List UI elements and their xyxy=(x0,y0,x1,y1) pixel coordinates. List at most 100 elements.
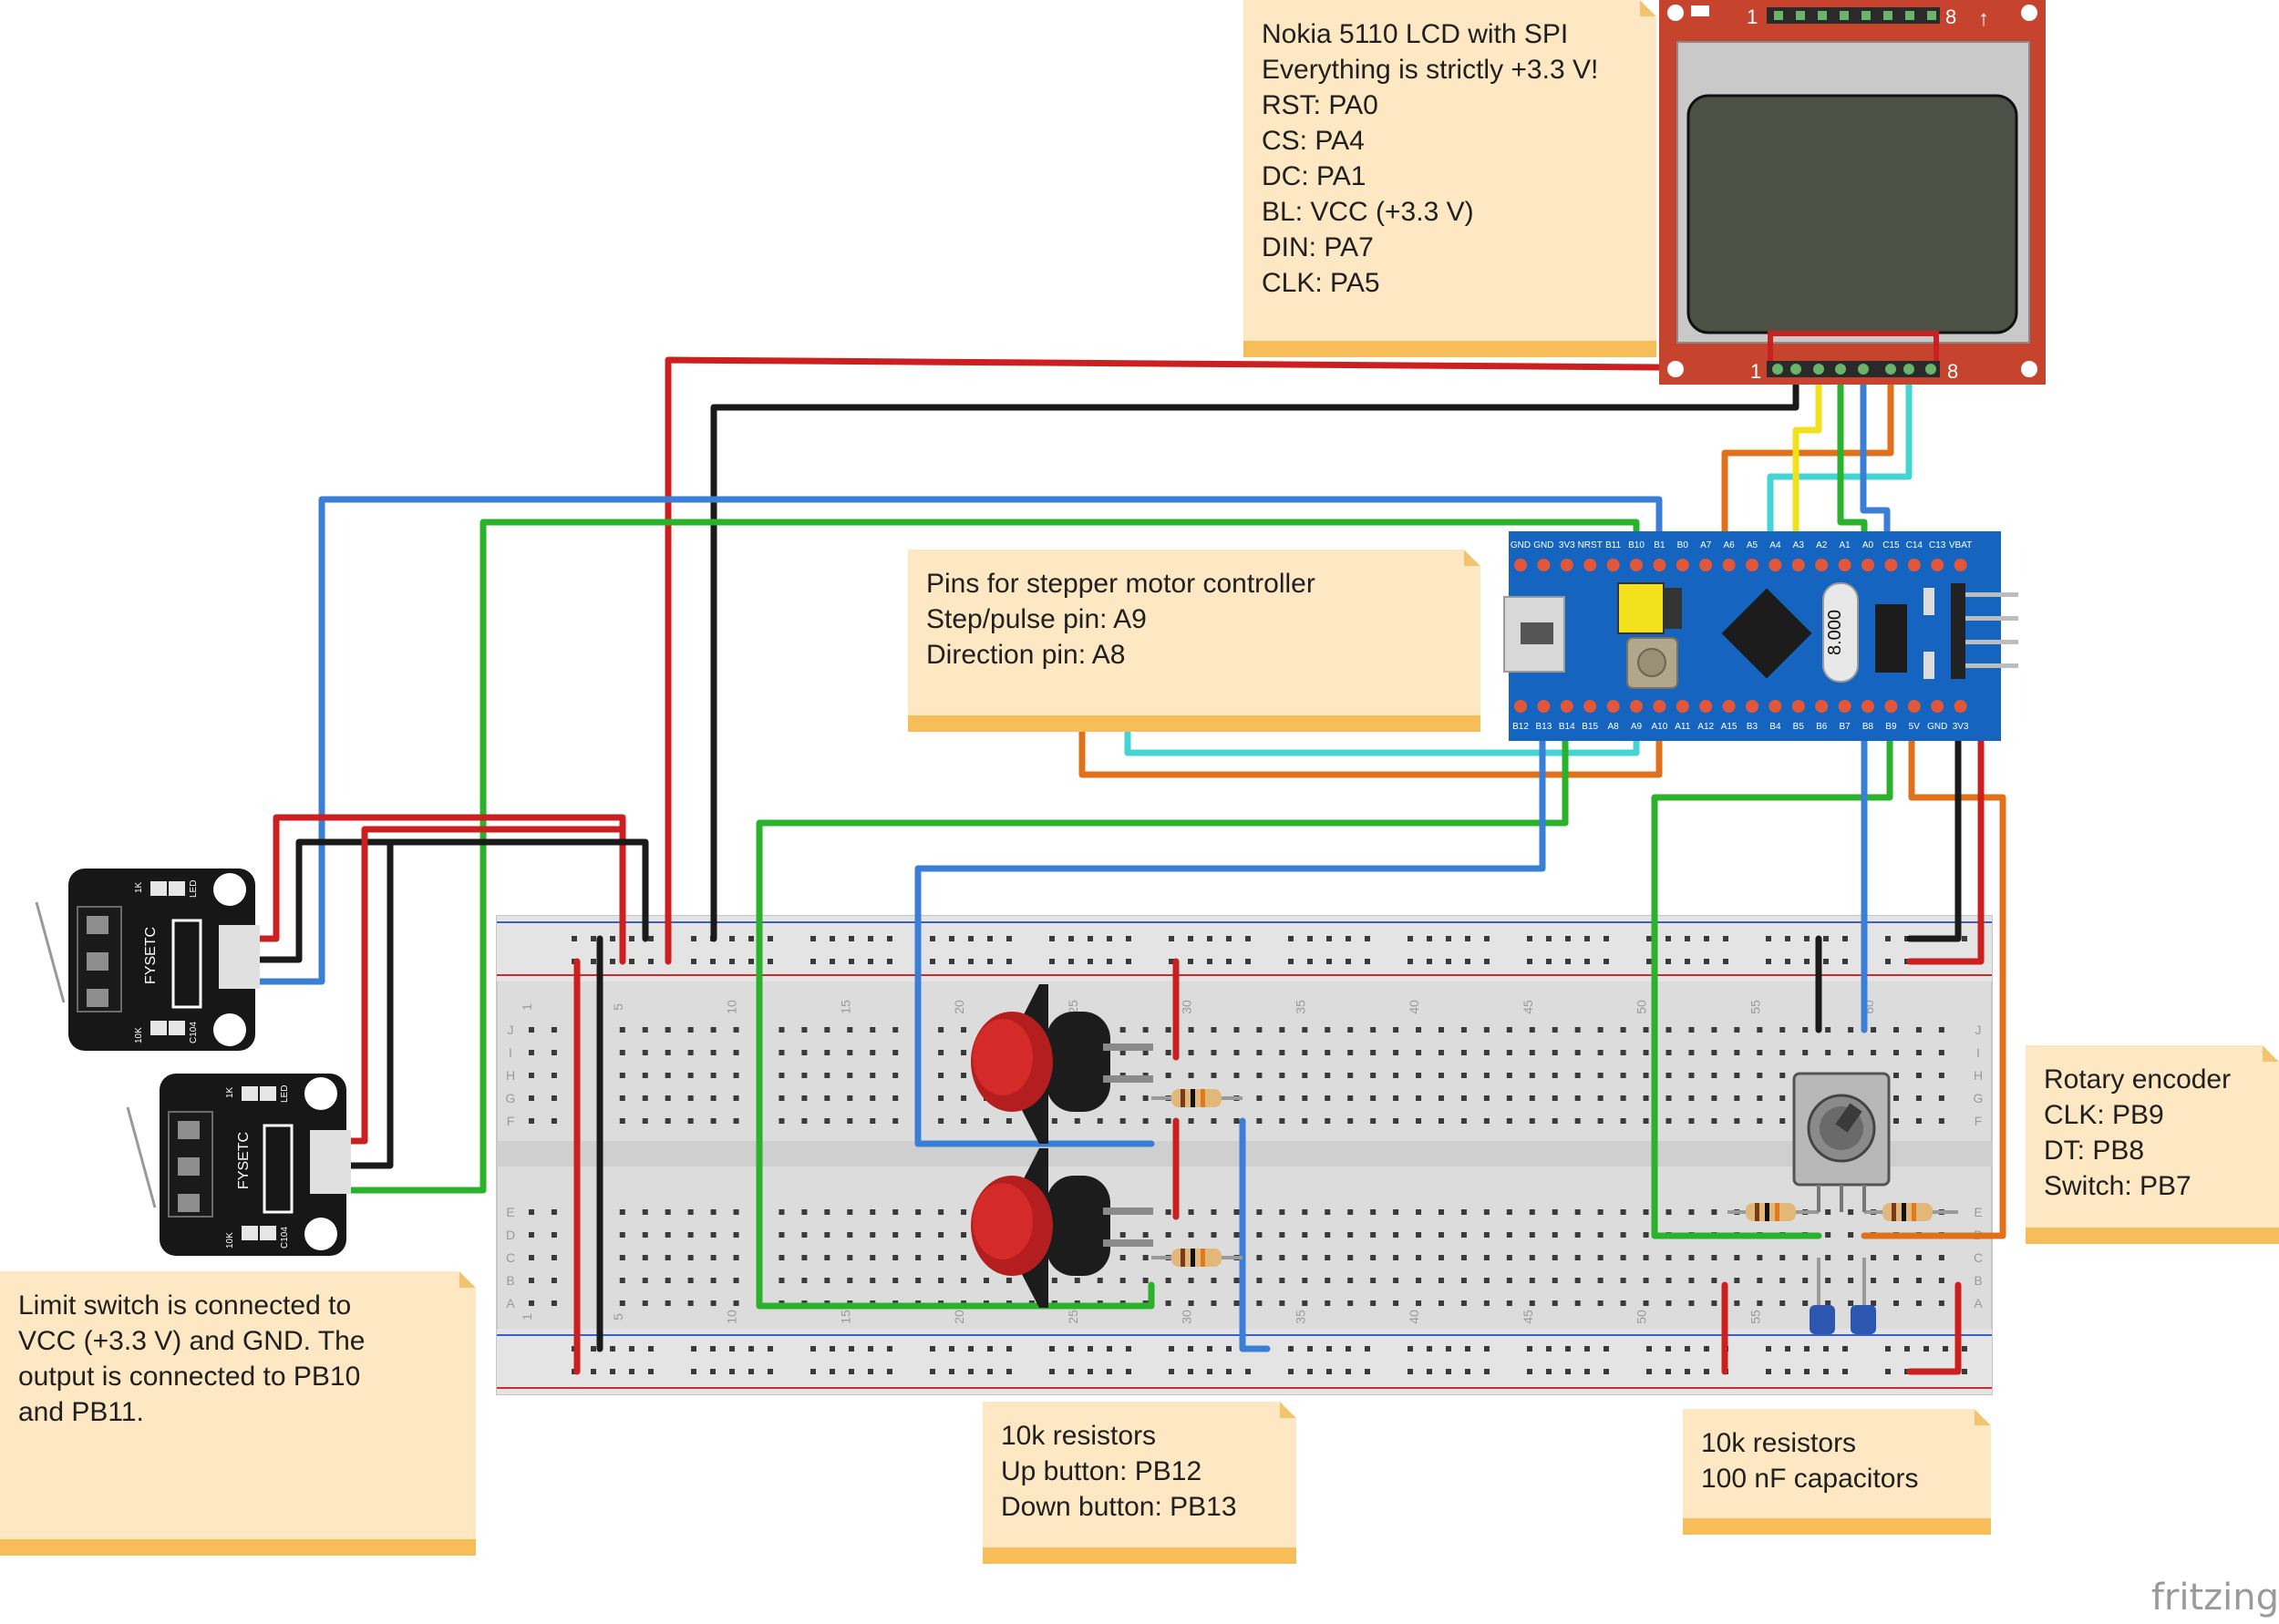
note-lcd-line: Everything is strictly +3.3 V! xyxy=(1262,55,1599,85)
breadboard-column-number: 50 xyxy=(1634,1000,1649,1014)
mcu-pin xyxy=(1537,559,1551,571)
mcu-pin-label: A1 xyxy=(1839,540,1851,550)
mcu-pin xyxy=(1606,559,1620,571)
note-limit-line: output is connected to PB10 xyxy=(18,1362,361,1392)
breadboard-column-number: 30 xyxy=(1180,1000,1194,1014)
note-encoder-line: DT: PB8 xyxy=(2044,1136,2145,1166)
note-buttons-line: 10k resistors xyxy=(1001,1421,1157,1451)
note-lcd-line: RST: PA0 xyxy=(1262,90,1378,120)
note-lcd-line: DC: PA1 xyxy=(1262,161,1366,191)
mcu-pin-label: GND xyxy=(1533,540,1553,550)
switch-1-label-led: LED xyxy=(189,880,199,898)
lcd-bottom-pin-first-label: 1 xyxy=(1750,360,1761,383)
mcu-pin-label: 3V3 xyxy=(1559,540,1575,550)
breadboard-column-number: 55 xyxy=(1748,1310,1762,1324)
mcu-pin-label: A11 xyxy=(1675,722,1690,732)
lcd-arrow-icon: ↑ xyxy=(1978,6,1989,31)
breadboard-column-number: 55 xyxy=(1748,1000,1762,1014)
breadboard-row-letter: I xyxy=(509,1045,512,1060)
wire-up-pb12 xyxy=(756,703,1569,1310)
breadboard-column-number: 15 xyxy=(838,1310,852,1324)
switch-2-label-led: LED xyxy=(280,1085,290,1103)
mcu-pin xyxy=(1722,559,1736,571)
mcu-pin-label: B15 xyxy=(1582,722,1598,732)
mcu-pin xyxy=(1769,559,1782,571)
note-limit-switch: Limit switch is connected to VCC (+3.3 V… xyxy=(0,1271,476,1556)
mcu-pin-label: A2 xyxy=(1816,540,1828,550)
wire-lcd-vcc xyxy=(665,356,1781,965)
wire-lcd-rst xyxy=(1721,370,1894,569)
mcu-pin xyxy=(1861,700,1874,713)
mcu-pin xyxy=(1653,700,1666,713)
mcu-pin xyxy=(1954,559,1967,571)
lcd-module: 1 8 ↑ 1 8 xyxy=(1659,0,2046,385)
breadboard-row-letter: E xyxy=(1974,1205,1982,1219)
breadboard-column-number: 5 xyxy=(611,1003,625,1011)
resistor-down xyxy=(1151,1249,1243,1267)
mcu-pin-label: GND xyxy=(1927,722,1947,732)
wire-limit-gnd xyxy=(256,838,649,963)
mcu-pin-label: B3 xyxy=(1747,722,1758,732)
mcu-pin-label: B4 xyxy=(1769,722,1781,732)
mcu-pin-label: A9 xyxy=(1631,722,1643,732)
breadboard-column-number: 1 xyxy=(520,1003,534,1011)
mcu-pin xyxy=(1746,559,1758,571)
mcu-pin xyxy=(1931,559,1944,571)
wire-lcd-gnd xyxy=(710,365,1799,942)
note-buttons: 10k resistors Up button: PB12 Down butto… xyxy=(983,1402,1296,1564)
note-encoder-line: Rotary encoder xyxy=(2044,1064,2232,1095)
note-lcd-line: BL: VCC (+3.3 V) xyxy=(1262,197,1474,227)
note-encoder-parts-line: 10k resistors xyxy=(1701,1428,1857,1458)
breadboard-column-number: 15 xyxy=(838,1000,852,1014)
note-limit-line: VCC (+3.3 V) and GND. The xyxy=(18,1326,366,1356)
mcu-pin-label: B6 xyxy=(1816,722,1828,732)
breadboard-column-number: 50 xyxy=(1634,1310,1649,1324)
wire-enc-clk xyxy=(1651,703,1893,1239)
mcu-pin-label: GND xyxy=(1511,540,1531,550)
mcu-pin-label: A4 xyxy=(1769,540,1781,550)
mcu-pin xyxy=(1838,700,1851,713)
breadboard-column-number: 45 xyxy=(1521,1000,1535,1014)
note-lcd-line: Nokia 5110 LCD with SPI xyxy=(1262,19,1569,49)
mcu-pin xyxy=(1606,700,1620,713)
breadboard-row-letter: C xyxy=(506,1250,515,1265)
note-buttons-line: Down button: PB13 xyxy=(1001,1492,1237,1522)
breadboard-column-number: 35 xyxy=(1293,1000,1307,1014)
breadboard-row-letter: G xyxy=(1974,1091,1984,1105)
mcu-pin xyxy=(1514,559,1527,571)
breadboard-column-number: 20 xyxy=(952,1000,966,1014)
breadboard-row-letter: B xyxy=(506,1273,514,1288)
note-lcd-line: CS: PA4 xyxy=(1262,126,1365,156)
lcd-bottom-pin-last-label: 8 xyxy=(1947,360,1958,383)
mcu-pin xyxy=(1560,559,1573,571)
mcu-pin xyxy=(1699,559,1713,571)
note-stepper: Pins for stepper motor controller Step/p… xyxy=(908,550,1480,732)
mcu-pin-label: NRST xyxy=(1578,540,1603,550)
breadboard-row-letter: B xyxy=(1974,1273,1982,1288)
breadboard-row-letter: J xyxy=(508,1023,514,1037)
note-limit-line: Limit switch is connected to xyxy=(18,1290,352,1321)
breadboard-row-letter: F xyxy=(1975,1114,1983,1128)
switch-1-label-c104: C104 xyxy=(189,1022,199,1043)
mcu-pin xyxy=(1514,700,1527,713)
switch-1-label-10k: 10K xyxy=(134,1027,144,1043)
wire-board-3v3 xyxy=(1906,703,1985,965)
capacitor-1 xyxy=(1810,1305,1835,1334)
note-lcd-line: CLK: PA5 xyxy=(1262,268,1380,298)
breadboard-row-letter: F xyxy=(507,1114,515,1128)
note-encoder: Rotary encoder CLK: PB9 DT: PB8 Switch: … xyxy=(2026,1045,2279,1244)
up-button xyxy=(971,984,1153,1144)
mcu-pin-label: B8 xyxy=(1862,722,1874,732)
capacitors xyxy=(1810,1258,1876,1334)
breadboard-column-number: 20 xyxy=(952,1310,966,1324)
lcd-pin-first-label: 1 xyxy=(1747,5,1758,28)
mcu-pin xyxy=(1676,700,1689,713)
breadboard-row-letter: H xyxy=(506,1068,515,1083)
mcu-pin xyxy=(1769,700,1782,713)
note-stepper-line: Step/pulse pin: A9 xyxy=(926,604,1147,634)
resistors xyxy=(1151,1089,1958,1267)
